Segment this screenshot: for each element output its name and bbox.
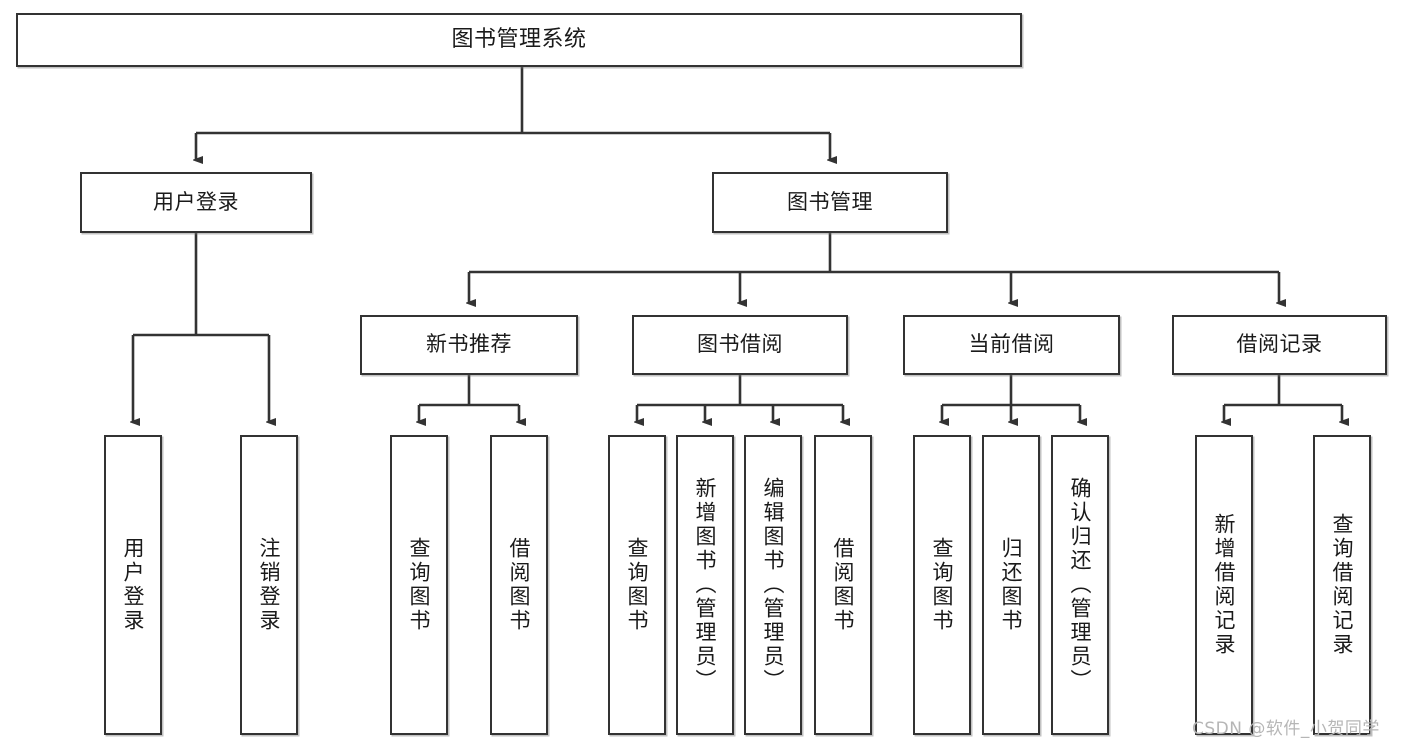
leaf-query-book-newbook[interactable]: 查询图书: [390, 435, 448, 735]
node-label: 确认归还（管理员）: [1068, 477, 1092, 693]
node-label: 查询图书: [625, 537, 649, 633]
leaf-user-login[interactable]: 用户登录: [104, 435, 162, 735]
leaf-borrow-book-newbook[interactable]: 借阅图书: [490, 435, 548, 735]
leaf-add-book-admin[interactable]: 新增图书（管理员）: [676, 435, 734, 735]
node-label: 图书管理: [787, 189, 873, 214]
leaf-borrow-book[interactable]: 借阅图书: [814, 435, 872, 735]
node-label: 用户登录: [121, 537, 145, 633]
node-label: 注销登录: [257, 537, 281, 633]
node-book-management[interactable]: 图书管理: [712, 172, 948, 233]
node-new-book-recommendation[interactable]: 新书推荐: [360, 315, 578, 375]
watermark-csdn: CSDN @软件_小贺同学: [1192, 719, 1380, 739]
node-label: 图书管理系统: [451, 26, 587, 52]
leaf-query-book-current[interactable]: 查询图书: [913, 435, 971, 735]
node-label: 图书借阅: [697, 332, 783, 357]
leaf-query-book-borrow[interactable]: 查询图书: [608, 435, 666, 735]
node-label: 当前借阅: [968, 332, 1055, 357]
node-label: 归还图书: [999, 537, 1023, 633]
leaf-edit-book-admin[interactable]: 编辑图书（管理员）: [744, 435, 802, 735]
leaf-add-borrow-record[interactable]: 新增借阅记录: [1195, 435, 1253, 735]
node-label: 借阅图书: [831, 537, 855, 633]
leaf-query-borrow-record[interactable]: 查询借阅记录: [1313, 435, 1371, 735]
leaf-return-book[interactable]: 归还图书: [982, 435, 1040, 735]
node-label: 新增借阅记录: [1212, 513, 1236, 657]
node-label: 查询借阅记录: [1330, 513, 1354, 657]
leaf-confirm-return-admin[interactable]: 确认归还（管理员）: [1051, 435, 1109, 735]
node-book-borrow[interactable]: 图书借阅: [632, 315, 848, 375]
node-label: 查询图书: [930, 537, 954, 633]
node-borrow-record[interactable]: 借阅记录: [1172, 315, 1387, 375]
leaf-user-logout[interactable]: 注销登录: [240, 435, 298, 735]
node-user-login[interactable]: 用户登录: [80, 172, 312, 233]
node-root-book-management-system[interactable]: 图书管理系统: [16, 13, 1022, 67]
node-current-borrow[interactable]: 当前借阅: [903, 315, 1120, 375]
node-label: 编辑图书（管理员）: [761, 477, 785, 693]
node-label: 新书推荐: [426, 332, 512, 357]
node-label: 查询图书: [407, 537, 431, 633]
node-label: 新增图书（管理员）: [693, 477, 717, 693]
node-label: 借阅图书: [507, 537, 531, 633]
node-label: 借阅记录: [1236, 332, 1323, 357]
node-label: 用户登录: [153, 189, 239, 214]
